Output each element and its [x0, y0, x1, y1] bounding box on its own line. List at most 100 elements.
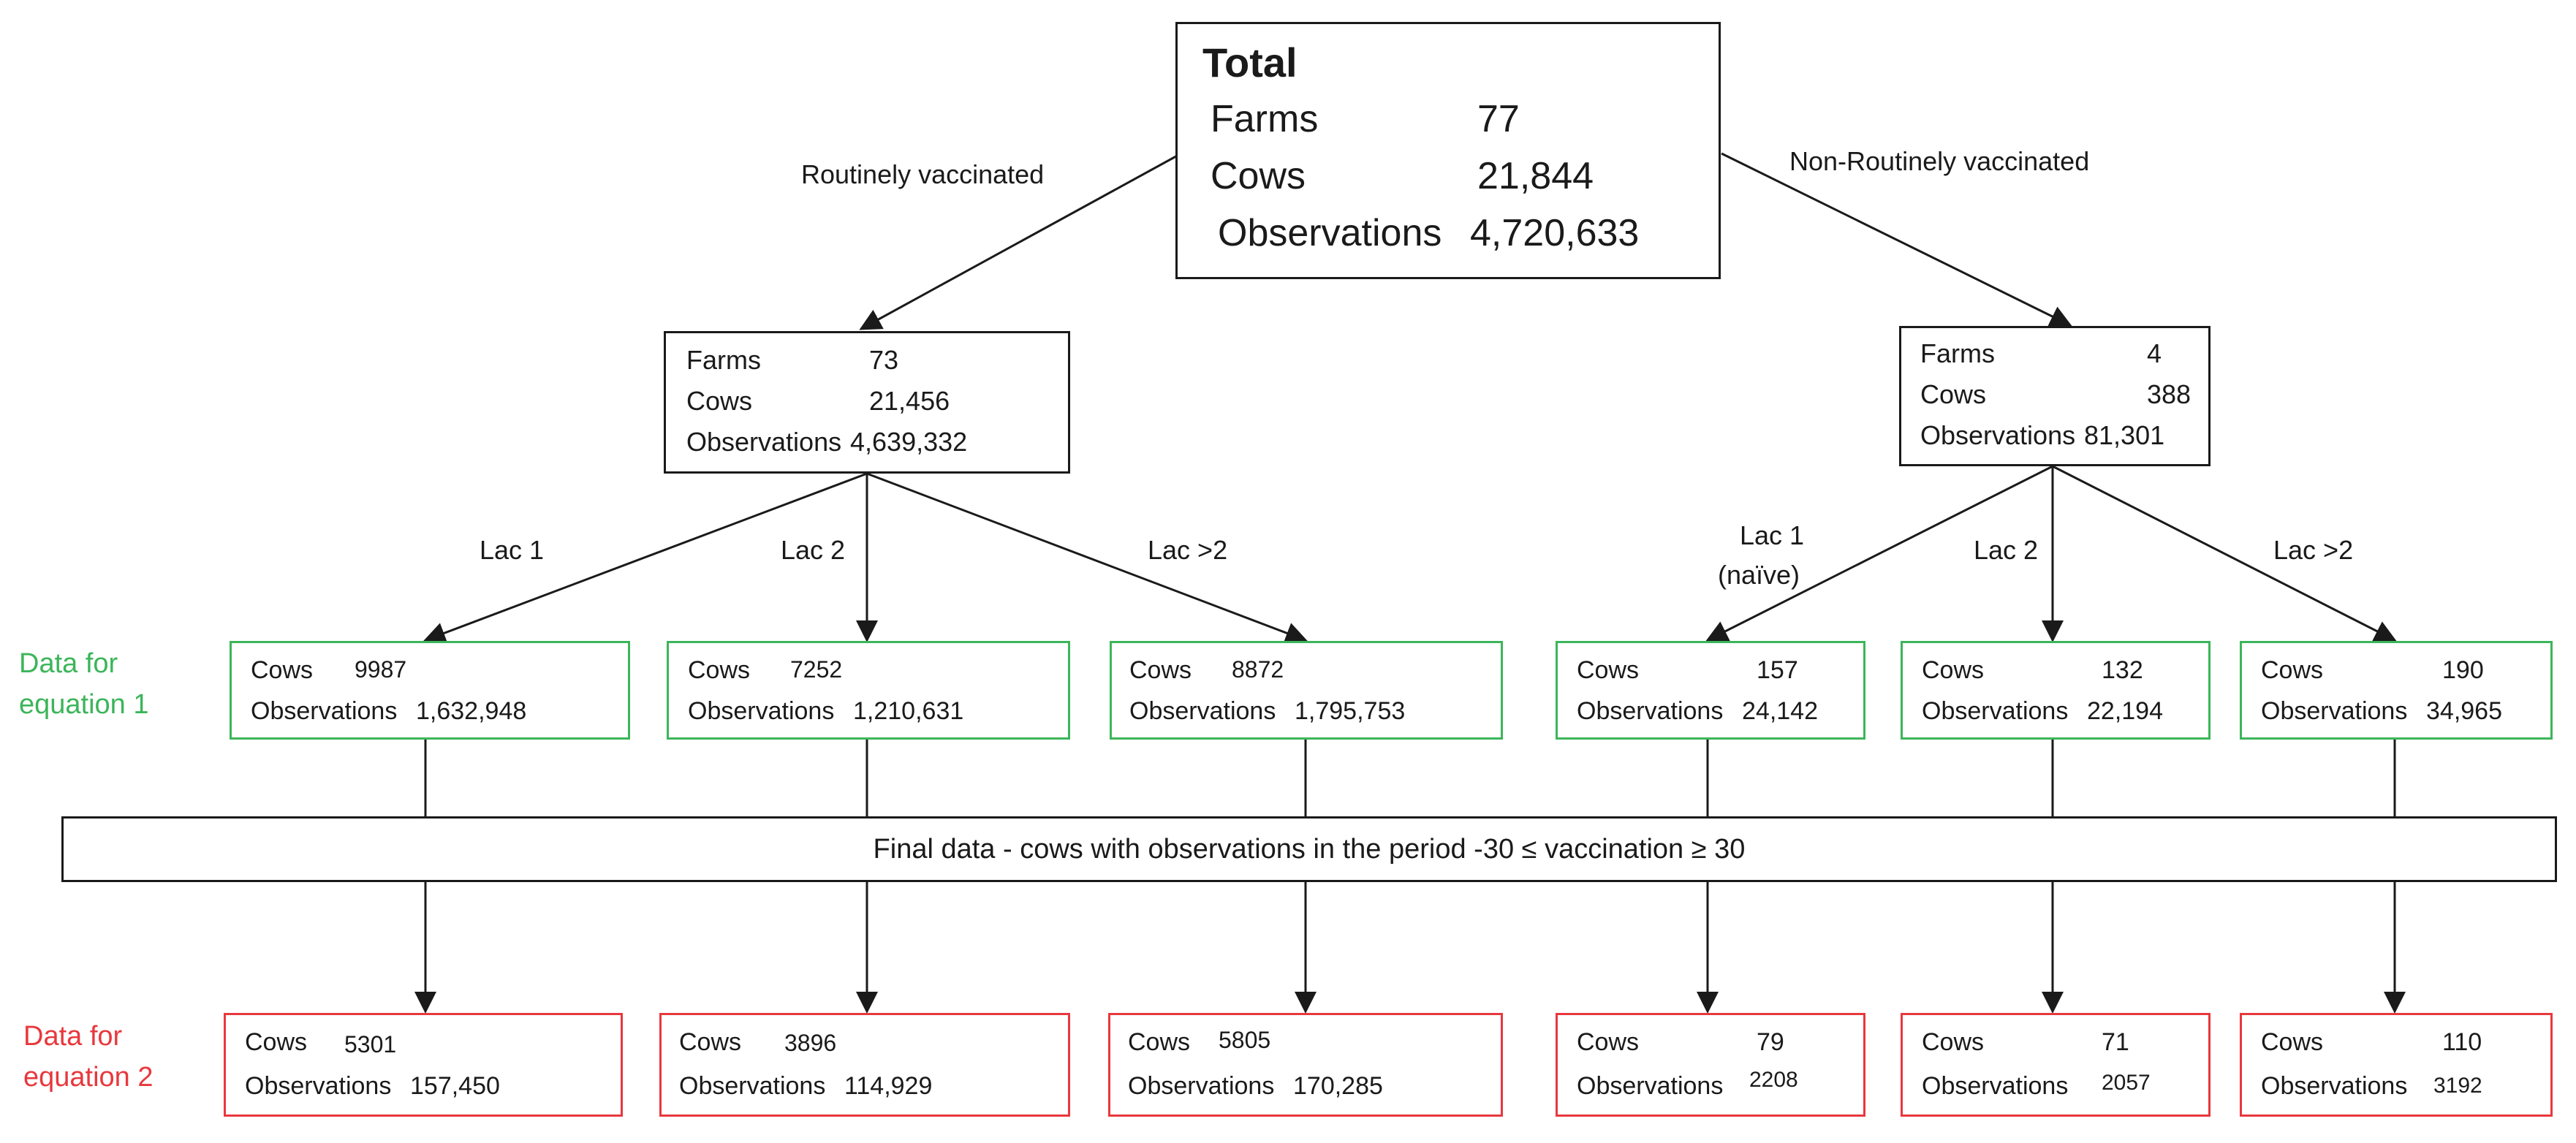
eq1-obs-label: Observations — [251, 697, 398, 725]
eq2-cows-label: Cows — [245, 1028, 308, 1056]
lac-label-nonroutine-2: Lac 2 — [1974, 535, 2039, 565]
lac-label-nonroutine-3: Lac >2 — [2273, 535, 2354, 565]
branch-label-routine: Routinely vaccinated — [801, 159, 1045, 189]
eq2-obs-value: 2208 — [1749, 1068, 1798, 1092]
total-observations-value: 4,720,633 — [1470, 212, 1640, 254]
eq2-box-nonroutine-lac3: Cows 110 Observations 3192 — [2240, 1013, 2553, 1117]
total-cows-label: Cows — [1211, 155, 1306, 197]
nonroutine-cows-label: Cows — [1920, 379, 1987, 409]
final-data-bar: Final data - cows with observations in t… — [61, 816, 2557, 882]
eq1-box-lac2: Cows 7252 Observations 1,210,631 — [667, 641, 1070, 740]
arrow-routine-lac3 — [866, 472, 1308, 644]
side-label-eq2-line2: equation 2 — [23, 1062, 154, 1093]
eq2-cows-label: Cows — [679, 1028, 742, 1056]
side-label-eq2-line1: Data for — [23, 1021, 123, 1052]
eq2-box-lac2: Cows 3896 Observations 114,929 — [659, 1013, 1070, 1117]
arrow-total-to-routine — [859, 152, 1182, 330]
total-farms-label: Farms — [1211, 98, 1319, 140]
eq1-box-naive-lac1: Cows 157 Observations 24,142 — [1556, 641, 1865, 740]
eq1-cows-label: Cows — [688, 656, 751, 684]
eq2-obs-label: Observations — [679, 1072, 826, 1100]
eq2-cows-value: 5301 — [344, 1031, 397, 1057]
eq1-cows-value: 8872 — [1232, 656, 1284, 683]
eq1-obs-label: Observations — [1922, 697, 2069, 725]
routine-cows-label: Cows — [686, 386, 753, 416]
nonroutine-observations-value: 81,301 — [2084, 420, 2165, 450]
eq1-obs-label: Observations — [1129, 697, 1276, 725]
eq1-box-lac1: Cows 9987 Observations 1,632,948 — [230, 641, 630, 740]
eq1-obs-value: 24,142 — [1742, 697, 1818, 725]
routine-observations-value: 4,639,332 — [850, 427, 968, 457]
eq1-obs-value: 1,210,631 — [853, 697, 964, 725]
eq1-obs-value: 1,795,753 — [1295, 697, 1406, 725]
eq1-obs-value: 34,965 — [2426, 697, 2502, 725]
routine-farms-value: 73 — [869, 345, 899, 375]
nonroutine-cows-value: 388 — [2147, 379, 2192, 409]
lac-label-routine-2: Lac 2 — [781, 535, 846, 565]
arrow-nonroutine-lac3 — [2052, 465, 2397, 642]
final-data-text: Final data - cows with observations in t… — [873, 833, 1746, 865]
nonroutine-box: Farms 4 Cows 388 Observations 81,301 — [1899, 326, 2211, 466]
branch-label-nonroutine: Non-Routinely vaccinated — [1789, 146, 2090, 176]
lac-label-routine-1: Lac 1 — [480, 535, 545, 565]
eq1-cows-label: Cows — [1922, 656, 1985, 684]
eq2-obs-label: Observations — [245, 1072, 392, 1100]
total-farms-value: 77 — [1477, 98, 1520, 140]
eq2-cows-label: Cows — [1128, 1028, 1191, 1056]
eq2-obs-label: Observations — [2261, 1072, 2408, 1100]
eq1-cows-label: Cows — [251, 656, 314, 684]
eq2-cows-value: 79 — [1757, 1028, 1784, 1056]
eq1-box-nonroutine-lac2: Cows 132 Observations 22,194 — [1901, 641, 2211, 740]
eq2-obs-value: 2057 — [2102, 1071, 2151, 1095]
arrow-routine-lac1 — [423, 472, 868, 644]
total-title: Total — [1202, 39, 1298, 86]
eq2-obs-label: Observations — [1922, 1072, 2069, 1100]
eq2-box-nonroutine-lac2: Cows 71 Observations 2057 — [1901, 1013, 2211, 1117]
nonroutine-observations-label: Observations — [1920, 420, 2076, 450]
eq2-box-naive-lac1: Cows 79 Observations 2208 — [1556, 1013, 1865, 1117]
eq2-cows-value: 71 — [2102, 1028, 2129, 1056]
side-label-eq2: Data for equation 2 — [23, 1016, 154, 1098]
eq2-cows-label: Cows — [2261, 1028, 2324, 1056]
eq2-cows-label: Cows — [1922, 1028, 1985, 1056]
eq2-obs-value: 3192 — [2433, 1074, 2482, 1098]
eq1-obs-label: Observations — [1577, 697, 1724, 725]
routine-observations-label: Observations — [686, 427, 842, 457]
total-cows-value: 21,844 — [1477, 155, 1594, 197]
eq1-box-lac3: Cows 8872 Observations 1,795,753 — [1110, 641, 1503, 740]
eq1-obs-label: Observations — [2261, 697, 2408, 725]
arrow-total-to-nonroutine — [1721, 152, 2072, 327]
eq2-box-lac3: Cows 5805 Observations 170,285 — [1108, 1013, 1503, 1117]
eq1-cows-label: Cows — [1577, 656, 1640, 684]
eq2-obs-label: Observations — [1577, 1072, 1724, 1100]
eq2-cows-value: 3896 — [784, 1030, 837, 1056]
eq1-cows-value: 9987 — [355, 656, 407, 683]
routine-farms-label: Farms — [686, 345, 761, 375]
lac-label-nonroutine-1: Lac 1 — [1740, 520, 1805, 550]
eq2-obs-value: 114,929 — [844, 1072, 933, 1100]
side-label-eq1-line1: Data for — [19, 648, 118, 679]
eq2-cows-label: Cows — [1577, 1028, 1640, 1056]
eq2-cows-value: 5805 — [1219, 1027, 1271, 1053]
eq2-obs-label: Observations — [1128, 1072, 1275, 1100]
eq1-cows-label: Cows — [1129, 656, 1192, 684]
eq1-cows-value: 7252 — [790, 656, 843, 683]
lac-label-nonroutine-1-sub: (naïve) — [1718, 560, 1800, 590]
eq1-cows-value: 132 — [2102, 656, 2143, 684]
eq2-obs-value: 170,285 — [1293, 1072, 1383, 1100]
eq2-box-lac1: Cows 5301 Observations 157,450 — [224, 1013, 623, 1117]
total-box: Total Farms 77 Cows 21,844 Observations … — [1175, 22, 1721, 279]
eq2-obs-value: 157,450 — [410, 1072, 500, 1100]
eq1-obs-value: 22,194 — [2087, 697, 2163, 725]
nonroutine-farms-value: 4 — [2147, 338, 2162, 368]
total-observations-label: Observations — [1218, 212, 1442, 254]
eq1-cows-value: 190 — [2442, 656, 2484, 684]
eq1-obs-value: 1,632,948 — [416, 697, 527, 725]
lac-label-routine-3: Lac >2 — [1148, 535, 1228, 565]
side-label-eq1-line2: equation 1 — [19, 689, 149, 720]
routine-cows-value: 21,456 — [869, 386, 950, 416]
nonroutine-farms-label: Farms — [1920, 338, 1995, 368]
eq1-obs-label: Observations — [688, 697, 835, 725]
